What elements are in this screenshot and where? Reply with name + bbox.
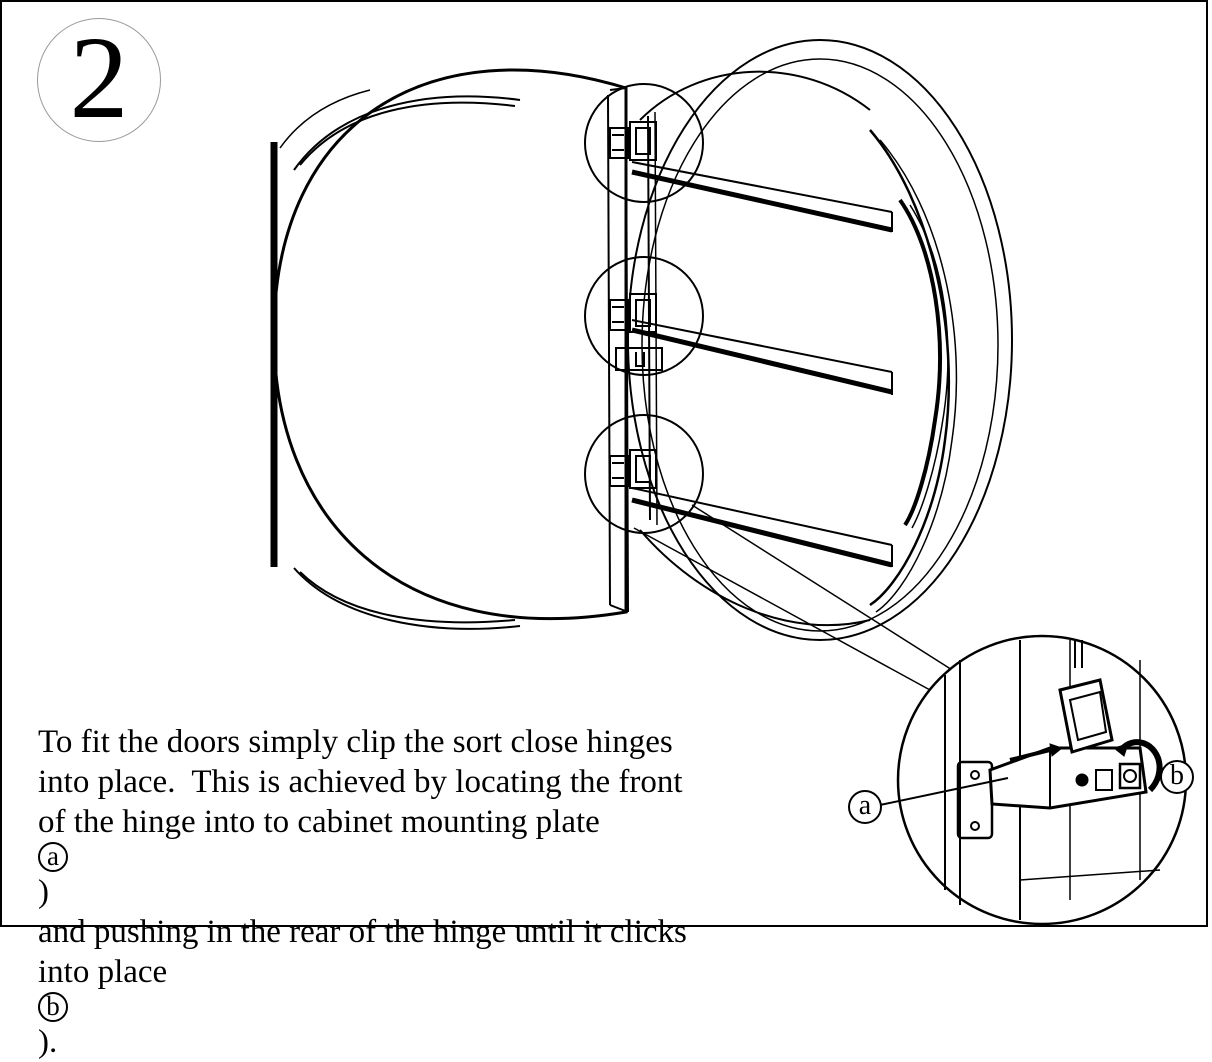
hinges [609,121,663,489]
instruction-line-5: into place b). [38,952,798,1062]
callout-b-letter: b [1170,760,1184,791]
cabinet-body [627,39,1013,641]
magnified-hinge-detail [879,634,1188,926]
callout-b: b [1160,760,1194,794]
step-number: 2 [69,12,129,143]
left-door [270,68,628,630]
instruction-line-5-text: into place [38,954,176,990]
shelves [631,161,893,568]
hinge-bottom [609,449,657,489]
marker-a: a [38,842,68,872]
instruction-line-3: of the hinge into to cabinet mounting pl… [38,802,798,912]
callout-a-letter: a [858,790,872,821]
marker-a-suffix: ) [38,874,49,910]
step-badge: 2 [37,18,161,142]
marker-b-suffix: ). [38,1024,58,1060]
marker-b: b [38,992,68,1022]
cabinet-illustration [270,39,1188,926]
hinge-top [609,121,657,161]
hinge-middle [609,293,663,371]
instruction-line-4: and pushing in the rear of the hinge unt… [38,914,687,950]
magnifier-leaders [633,504,969,691]
instruction-line-1: To fit the doors simply clip the sort cl… [38,724,673,760]
instruction-text: To fit the doors simply clip the sort cl… [38,722,798,1062]
instruction-line-3-text: of the hinge into to cabinet mounting pl… [38,804,609,840]
callout-a: a [848,790,882,824]
instruction-line-2: into place. This is achieved by locating… [38,764,683,800]
